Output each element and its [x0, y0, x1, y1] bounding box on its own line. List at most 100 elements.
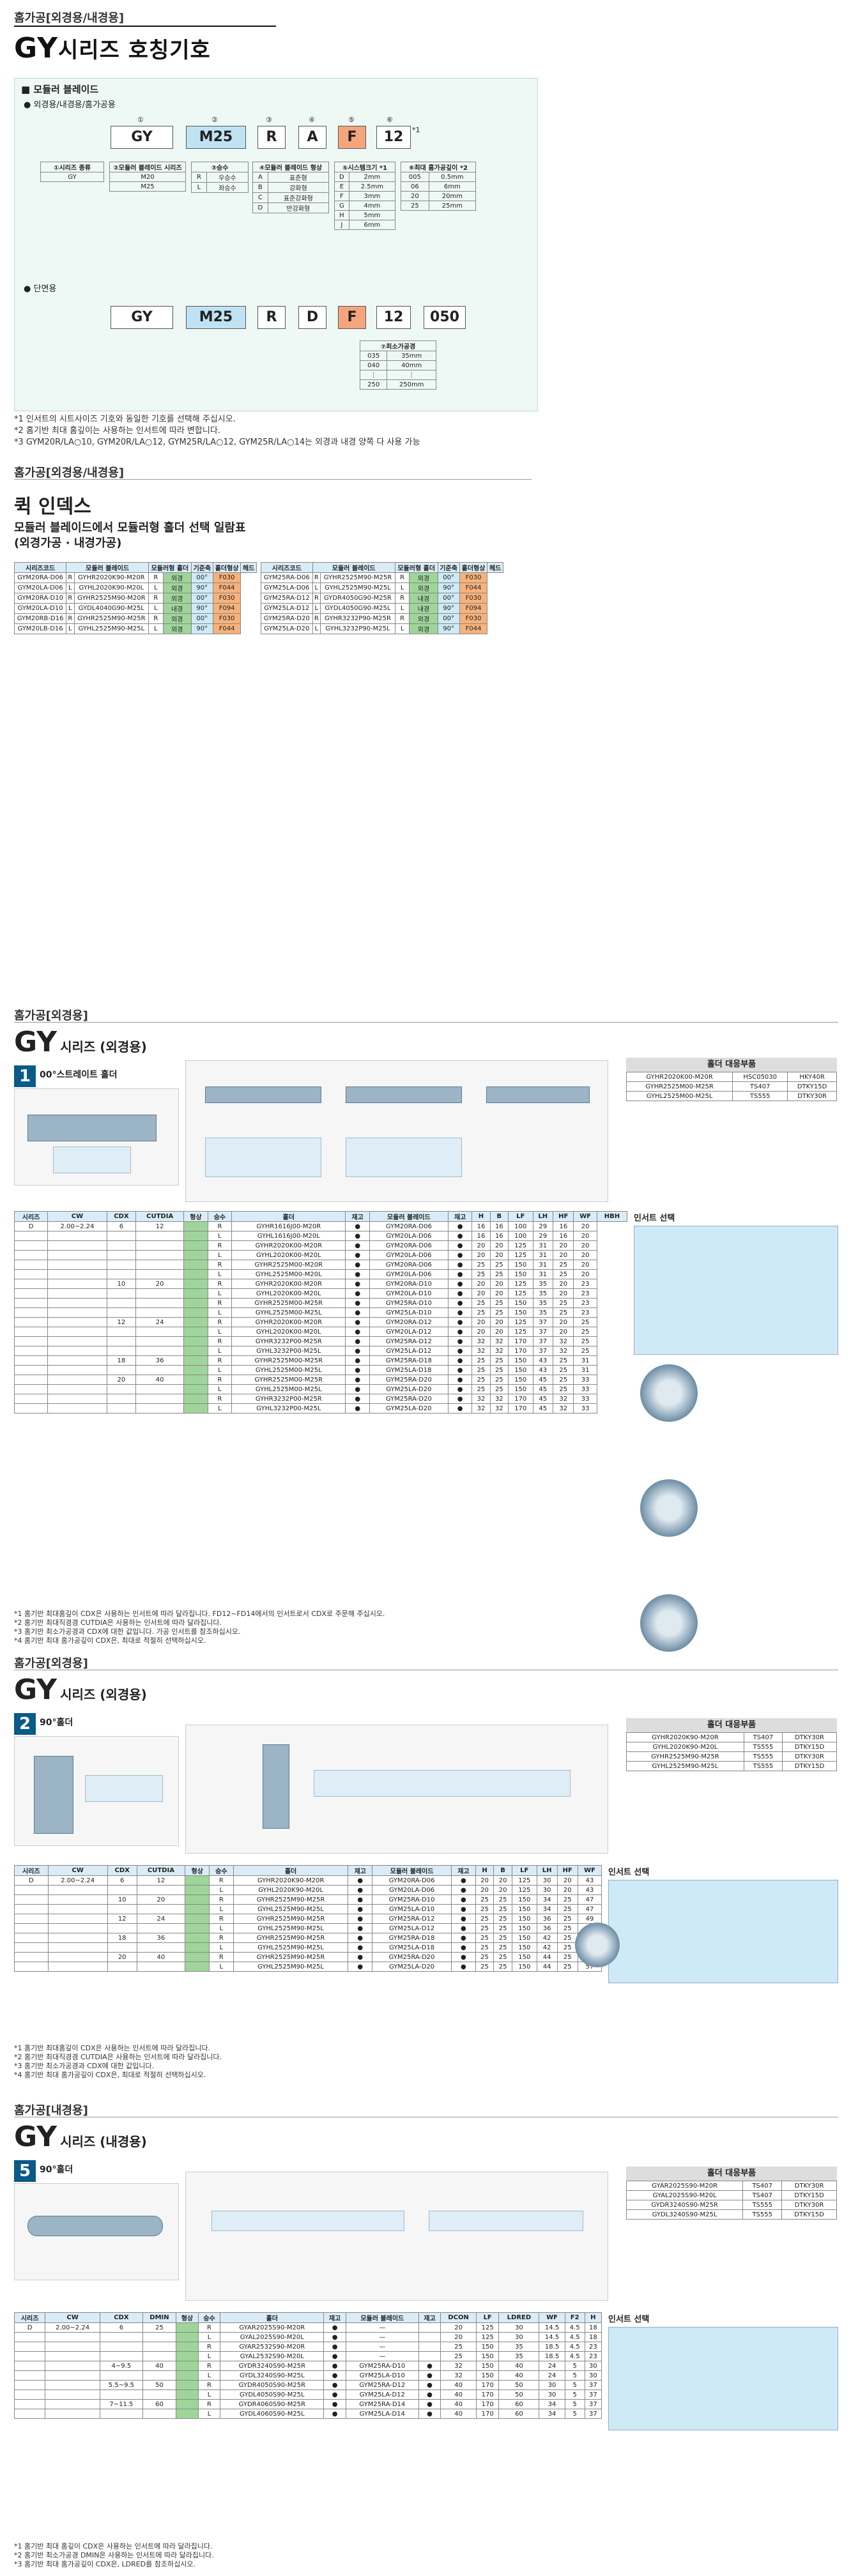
table-cell	[45, 2370, 100, 2381]
table-cell: 25	[489, 1375, 509, 1385]
table-cell: 40	[142, 2361, 177, 2371]
table-cell	[45, 2389, 100, 2400]
table-cell	[13, 1317, 49, 1327]
table-cell	[14, 1885, 49, 1895]
table-cell: 150	[511, 1904, 537, 1914]
table-cell	[14, 1904, 49, 1914]
table-cell: GYHL2525M90-M25L	[320, 583, 395, 593]
table-cell: TS555	[743, 1761, 783, 1771]
dimension-drawing	[185, 1060, 608, 1202]
table-cell: 37	[584, 2409, 602, 2419]
table-cell: 내경	[409, 593, 438, 604]
table-cell	[13, 1307, 49, 1318]
table-cell: CUTDIA	[136, 1865, 186, 1876]
table-cell: 150	[475, 2351, 500, 2361]
table-cell	[45, 2351, 100, 2361]
table-cell: ●	[447, 1346, 473, 1356]
table-cell: HBH	[596, 1211, 628, 1222]
table-cell: ●	[348, 1914, 373, 1924]
table-cell: 외경	[162, 613, 192, 624]
table-cell: GYM20LA-D10	[369, 1288, 448, 1299]
table-cell: 25	[556, 1923, 579, 1933]
table-cell: 25	[475, 1942, 494, 1953]
table-cell: GYHR2525M90-M25R	[233, 1933, 349, 1943]
legend-series: ①시리즈 종류 GY	[40, 162, 104, 182]
table-cell: 150	[511, 1962, 537, 1972]
series-title: GY 시리즈 (내경용)	[14, 2121, 147, 2153]
table-cell: HF	[556, 1865, 579, 1876]
table-cell: GYDL4060S90-M25L	[220, 2409, 325, 2419]
table-cell: 40	[440, 2409, 477, 2419]
table-cell	[13, 1298, 49, 1308]
table-cell: GYHR2020K90-M20R	[233, 1875, 349, 1886]
table-cell: 33	[573, 1403, 597, 1414]
table-cell	[45, 2399, 100, 2409]
table-cell: 25	[556, 1894, 579, 1905]
parts-title: 홀더 대응부품	[626, 1058, 837, 1072]
holder-illustration	[14, 2183, 179, 2280]
table-cell: F044	[459, 623, 488, 634]
table-cell: 45	[532, 1384, 554, 1394]
table-cell: 25	[475, 1923, 494, 1933]
table-cell: GYM20LA-D06	[369, 1231, 448, 1241]
table-cell	[106, 1365, 137, 1375]
insert-chart	[608, 1880, 838, 1983]
table-cell: 125	[507, 1288, 533, 1299]
table-cell: 33	[573, 1384, 597, 1394]
table-cell: LDRED	[498, 2312, 540, 2323]
table-cell	[13, 2332, 46, 2342]
table-cell: DTKY30R	[782, 1732, 837, 1742]
table-cell: ●	[323, 2322, 346, 2333]
table-cell: 25	[471, 1355, 491, 1366]
table-cell: L	[197, 2332, 221, 2342]
circle-num: ①	[137, 116, 144, 124]
table-cell: 150	[507, 1365, 533, 1375]
table-cell: GYHL2525M00-M25L	[231, 1384, 346, 1394]
table-cell	[135, 1231, 185, 1241]
table-cell: 18	[106, 1355, 137, 1366]
table-cell: L	[197, 2409, 221, 2419]
table-cell: ●	[447, 1221, 473, 1231]
table-cell: 24	[135, 1317, 185, 1327]
table-cell: 20	[489, 1279, 509, 1289]
category-label: 홈가공[외경용/내경용]	[14, 466, 125, 480]
table-cell: GYM25RA-D20	[261, 613, 313, 624]
table-cell: ●	[447, 1375, 473, 1385]
table-cell: 125	[475, 2322, 500, 2333]
table-cell: 25	[475, 1962, 494, 1972]
parts-title: 홀더 대응부품	[626, 2167, 837, 2181]
table-cell: L	[312, 603, 321, 614]
table-cell: ●	[447, 1240, 473, 1251]
legend-cell: C	[252, 192, 268, 203]
table-cell	[13, 1279, 49, 1289]
table-cell	[13, 1269, 49, 1279]
table-cell	[106, 1269, 137, 1279]
shape-cell	[176, 2322, 199, 2333]
table-cell: 31	[532, 1240, 554, 1251]
insert-chart	[608, 2327, 838, 2430]
holder-side-view	[263, 1744, 289, 1829]
table-cell: 32	[471, 1346, 491, 1356]
table-cell	[47, 1269, 107, 1279]
table-cell: L	[207, 1288, 233, 1299]
note: *1 홈기반 최대홈깊이 CDX은 사용하는 인서트에 따라 달라집니다.	[14, 2044, 211, 2052]
table-cell: D	[14, 1875, 49, 1886]
table-cell: ●	[418, 2370, 441, 2381]
table-cell: 재고	[418, 2312, 441, 2323]
table-cell: 25	[440, 2342, 477, 2352]
table-cell: R	[148, 593, 164, 604]
table-cell: D	[13, 1221, 49, 1231]
table-cell: 25	[489, 1365, 509, 1375]
